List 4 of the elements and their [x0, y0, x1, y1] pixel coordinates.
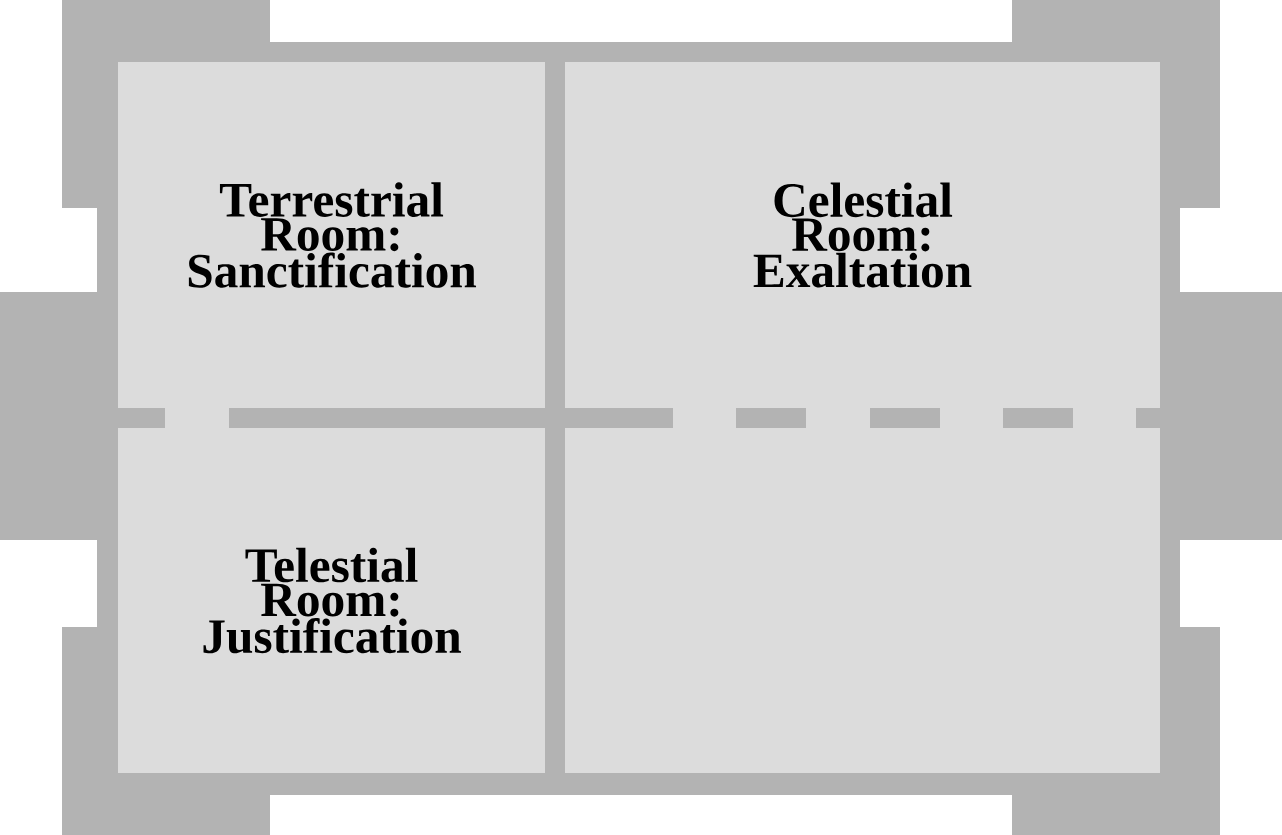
room-box: Telestial Room: Justification: [118, 428, 545, 773]
room-box: [565, 428, 1160, 773]
room-box: Terrestrial Room: Sanctification: [118, 62, 545, 408]
room-box: Celestial Room: Exaltation: [565, 62, 1160, 408]
